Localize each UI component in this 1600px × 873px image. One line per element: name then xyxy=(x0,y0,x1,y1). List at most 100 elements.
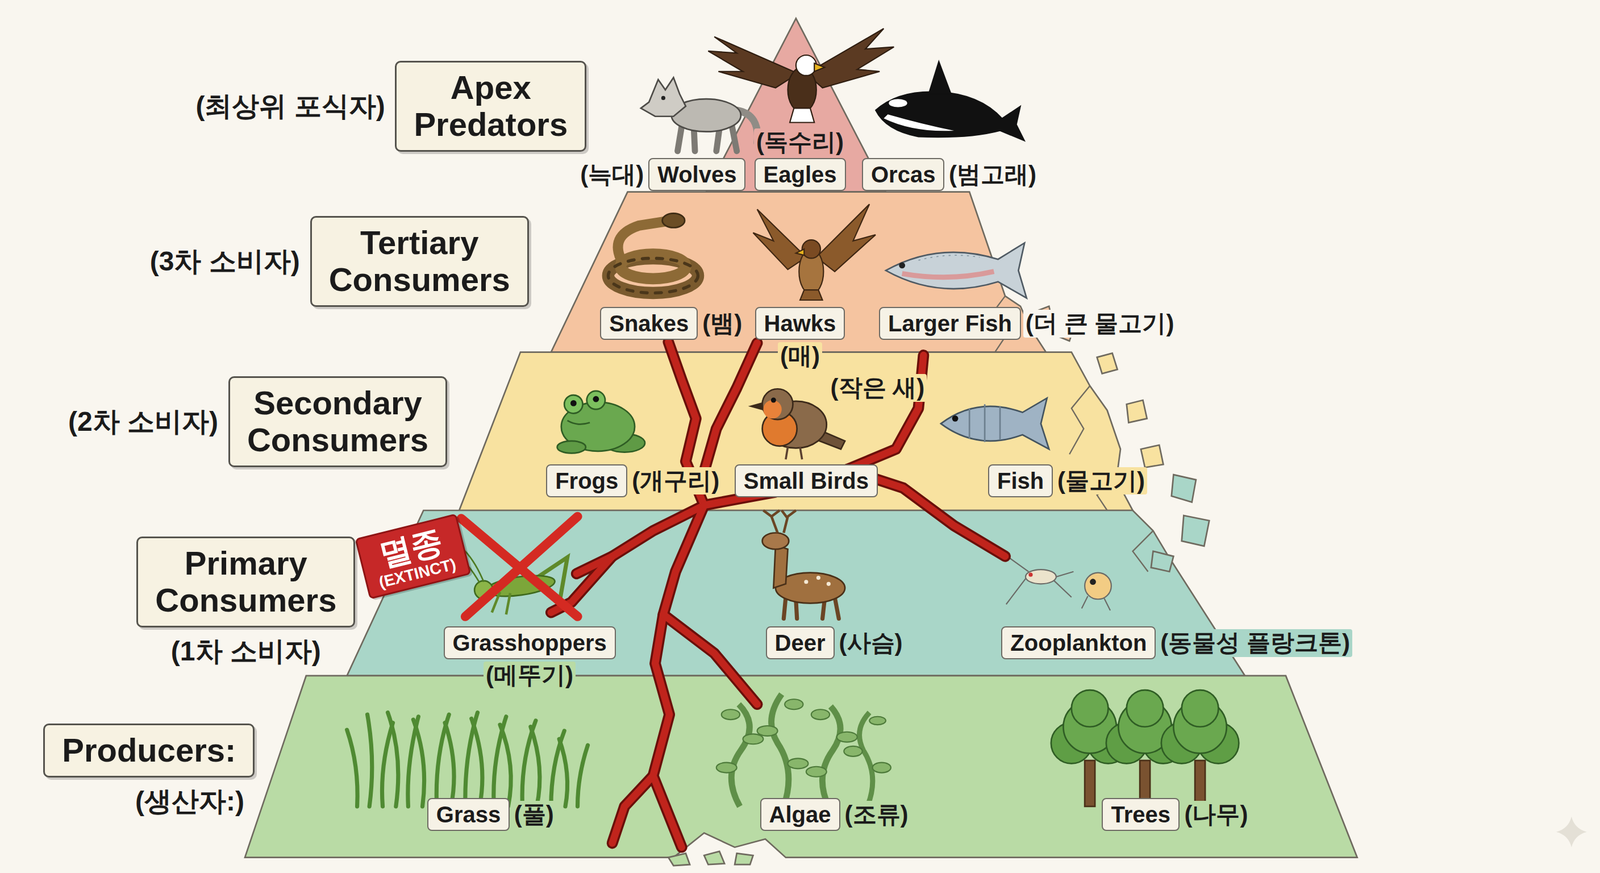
frog-illustration xyxy=(570,400,577,407)
species-name: Deer xyxy=(775,630,826,656)
crack xyxy=(652,505,704,848)
broken-chunk xyxy=(1140,444,1164,468)
extinct-cross xyxy=(465,516,578,617)
level-box: Tertiary Consumers(3차 소비자) xyxy=(310,215,529,307)
wolf-illustration xyxy=(640,77,686,116)
species-name-korean: (물고기) xyxy=(1055,467,1148,495)
level-box: Primary Consumers(1차 소비자) xyxy=(136,536,356,628)
species-label: Eagles(독수리) xyxy=(754,157,847,191)
grass-illustration xyxy=(444,722,454,807)
robin-illustration xyxy=(762,388,794,420)
broken-chunk xyxy=(668,852,690,866)
tree-illustration xyxy=(1181,689,1219,727)
snake-illustration xyxy=(618,221,666,263)
broken-chunk xyxy=(1126,400,1148,423)
species-name: Grass xyxy=(436,801,501,827)
species-name-korean: (늑대) xyxy=(577,160,647,189)
level-name-korean: (생산자:) xyxy=(132,785,247,817)
deer-illustration xyxy=(803,579,808,584)
species-label: Fish(물고기) xyxy=(988,464,1053,498)
orca-illustration xyxy=(928,61,952,94)
algae-illustration xyxy=(869,716,886,725)
wolf-legs xyxy=(731,124,737,152)
level-name: Primary Consumers xyxy=(155,544,337,619)
level-box: Producers:(생산자:) xyxy=(43,723,255,778)
crack-outline xyxy=(652,505,704,848)
algae-illustration xyxy=(784,698,803,710)
deer-illustration xyxy=(763,510,796,533)
deer-illustration xyxy=(826,581,831,586)
deer-illustration xyxy=(816,575,821,580)
hawk-illustration xyxy=(816,203,876,272)
pyramid-band xyxy=(244,18,1358,857)
species-name-korean: (풀) xyxy=(511,800,557,828)
grass-illustration xyxy=(347,712,589,807)
grass-illustration xyxy=(559,738,568,807)
tree-illustration xyxy=(1071,689,1109,727)
eagle-illustration xyxy=(707,36,798,89)
species-name: Fish xyxy=(997,468,1044,494)
species-label: Zooplankton(동물성 플랑크톤) xyxy=(1001,626,1156,660)
deer-illustration xyxy=(762,510,845,619)
algae-illustration xyxy=(843,746,862,757)
orca-illustration xyxy=(888,98,907,107)
grass-illustration xyxy=(530,726,540,807)
species-name-korean: (매) xyxy=(777,342,823,370)
salmon-illustration xyxy=(918,255,980,261)
species-name-korean: (나무) xyxy=(1181,800,1250,828)
zooplankton-illustration xyxy=(1000,551,1112,611)
tree-illustration xyxy=(1194,760,1206,807)
species-label: Larger Fish(더 큰 물고기) xyxy=(878,306,1022,340)
algae-illustration xyxy=(788,757,809,769)
frog-illustration xyxy=(564,394,583,414)
broken-chunk xyxy=(734,852,753,865)
eagle-illustration xyxy=(814,63,825,72)
species-name-korean: (범고래) xyxy=(946,160,1039,189)
grass-illustration xyxy=(387,712,398,807)
frog-illustration xyxy=(557,390,645,454)
species-name: Grasshoppers xyxy=(452,630,607,656)
species-label: Snakes(뱀) xyxy=(600,306,698,340)
species-name: Eagles xyxy=(763,161,837,187)
zooplankton-illustration xyxy=(1028,572,1033,577)
robin-illustration xyxy=(751,402,763,410)
salmon-illustration xyxy=(885,242,1027,298)
hawk-illustration xyxy=(802,239,821,258)
snake-illustration xyxy=(620,253,686,279)
eagle-illustration xyxy=(707,28,894,123)
species-name-korean: (사슴) xyxy=(836,628,906,657)
level-name: Producers: xyxy=(61,731,236,769)
grass-illustration xyxy=(471,718,483,806)
orca-illustration xyxy=(875,91,1025,141)
species-name-korean: (작은 새) xyxy=(828,373,928,402)
species-label: Small Birds(작은 새) xyxy=(734,464,878,498)
broken-chunk xyxy=(1151,551,1174,572)
algae-illustration xyxy=(859,712,873,807)
hawk-illustration xyxy=(800,289,823,300)
algae-illustration xyxy=(716,762,737,773)
grass-illustration xyxy=(500,724,511,807)
hawk-illustration xyxy=(752,203,876,300)
zooplankton-illustration xyxy=(1084,572,1112,600)
level-box: Secondary Consumers(2차 소비자) xyxy=(228,376,448,468)
species-name: Small Birds xyxy=(743,468,869,494)
crack xyxy=(576,342,705,574)
pyramid-band xyxy=(459,352,1133,511)
eagle-illustration xyxy=(796,55,817,76)
algae-illustration xyxy=(872,762,891,773)
level-name-korean: (3차 소비자) xyxy=(147,245,303,277)
extinct-cross xyxy=(461,516,578,617)
deer-illustration xyxy=(773,544,788,588)
robin-illustration xyxy=(800,447,803,460)
crack xyxy=(703,342,757,472)
level-box: Apex Predators(최상위 포식자) xyxy=(394,60,587,152)
salmon-illustration xyxy=(902,271,995,278)
algae-illustration xyxy=(811,709,830,720)
species-label: Hawks(매) xyxy=(755,306,846,340)
grass-illustration xyxy=(347,729,358,807)
level-name: Secondary Consumers xyxy=(247,384,429,459)
snake-illustration xyxy=(662,213,686,228)
pyramid-band xyxy=(244,675,1358,858)
algae-illustration xyxy=(721,709,740,720)
